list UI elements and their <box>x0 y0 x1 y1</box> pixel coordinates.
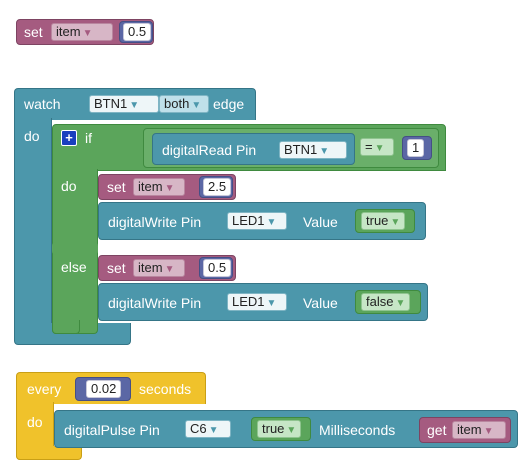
chevron-down-icon: ▼ <box>319 146 330 157</box>
number-block[interactable]: 2.5 <box>199 176 233 198</box>
plus-icon[interactable]: + <box>61 130 77 146</box>
chevron-down-icon: ▼ <box>395 298 406 309</box>
set-label: set <box>24 24 43 40</box>
digital-pulse-block[interactable]: digitalPulse Pin C6▼ true▼ Milliseconds … <box>54 410 518 448</box>
watch-block[interactable]: watch BTN1▼ both▼ edge <box>14 88 256 120</box>
variable-name: item <box>138 179 163 194</box>
write-pin-value: LED1 <box>232 294 265 309</box>
if-do-label: do <box>61 178 77 194</box>
number-field[interactable]: 2.5 <box>203 178 232 196</box>
pulse-pin-dropdown[interactable]: C6▼ <box>185 420 231 438</box>
digital-write-label: digitalWrite Pin <box>108 214 202 230</box>
set-label: set <box>107 260 126 276</box>
boolean-dropdown[interactable]: true▼ <box>361 212 406 230</box>
value-label: Value <box>303 295 338 311</box>
chevron-down-icon: ▼ <box>483 426 494 437</box>
write-pin-dropdown[interactable]: LED1▼ <box>227 293 287 311</box>
every-block[interactable]: every 0.02 seconds <box>16 372 206 404</box>
edge-mode-value: both <box>164 96 190 111</box>
number-block[interactable]: 0.5 <box>119 21 153 43</box>
get-label: get <box>427 422 447 438</box>
compare-number-block[interactable]: 1 <box>402 136 432 160</box>
boolean-value: true <box>366 213 389 228</box>
chevron-down-icon: ▼ <box>286 425 297 436</box>
interval-number-block[interactable]: 0.02 <box>75 377 131 401</box>
watch-pin-dropdown[interactable]: BTN1▼ <box>89 95 159 113</box>
chevron-down-icon: ▼ <box>208 425 219 436</box>
value-label: Value <box>303 214 338 230</box>
digital-write-block-else[interactable]: digitalWrite Pin LED1▼ Value false▼ <box>98 283 428 321</box>
get-variable-block[interactable]: get item▼ <box>419 417 511 443</box>
chevron-down-icon: ▼ <box>191 100 202 111</box>
number-field[interactable]: 0.5 <box>203 259 232 277</box>
variable-dropdown[interactable]: item▼ <box>51 23 113 41</box>
variable-name: item <box>138 260 163 275</box>
boolean-dropdown[interactable]: false▼ <box>361 293 411 311</box>
watch-bottom-bar <box>14 323 131 345</box>
chevron-down-icon: ▼ <box>164 183 175 194</box>
operator-value: = <box>365 139 373 154</box>
chevron-down-icon: ▼ <box>82 28 93 39</box>
digital-read-block[interactable]: digitalRead Pin BTN1▼ <box>152 133 355 165</box>
every-label: every <box>27 381 62 397</box>
seconds-label: seconds <box>139 381 192 397</box>
read-pin-value: BTN1 <box>284 142 318 157</box>
boolean-value: false <box>366 294 394 309</box>
digital-write-block-then[interactable]: digitalWrite Pin LED1▼ Value true▼ <box>98 202 426 240</box>
boolean-block[interactable]: false▼ <box>355 290 421 314</box>
set-item-block-then[interactable]: set item▼ 2.5 <box>98 174 236 200</box>
edge-mode-dropdown[interactable]: both▼ <box>159 95 209 113</box>
set-item-block-top[interactable]: set item▼ 0.5 <box>16 19 154 45</box>
write-pin-value: LED1 <box>232 213 265 228</box>
read-pin-dropdown[interactable]: BTN1▼ <box>279 141 347 159</box>
watch-body-arm: do <box>14 118 52 342</box>
chevron-down-icon: ▼ <box>390 217 401 228</box>
chevron-down-icon: ▼ <box>164 264 175 275</box>
variable-name: item <box>457 422 482 437</box>
chevron-down-icon: ▼ <box>266 217 277 228</box>
edge-label: edge <box>213 96 245 112</box>
milliseconds-label: Milliseconds <box>319 422 396 438</box>
digital-read-label: digitalRead Pin <box>162 142 257 158</box>
boolean-block[interactable]: true▼ <box>251 417 311 441</box>
variable-dropdown[interactable]: item▼ <box>133 178 185 196</box>
if-bottom-bar <box>52 320 80 334</box>
if-label: if <box>85 130 92 146</box>
compare-block[interactable]: digitalRead Pin BTN1▼ =▼ 1 <box>143 128 439 168</box>
boolean-dropdown[interactable]: true▼ <box>257 420 302 438</box>
watch-pin-value: BTN1 <box>94 96 128 111</box>
set-label: set <box>107 179 126 195</box>
variable-name: item <box>56 24 81 39</box>
boolean-block[interactable]: true▼ <box>355 209 415 233</box>
chevron-down-icon: ▼ <box>129 100 140 111</box>
pulse-pin-value: C6 <box>190 421 207 436</box>
set-item-block-else[interactable]: set item▼ 0.5 <box>98 255 236 281</box>
boolean-value: true <box>262 421 285 436</box>
watch-label: watch <box>24 96 61 112</box>
digital-write-label: digitalWrite Pin <box>108 295 202 311</box>
number-field[interactable]: 0.5 <box>123 23 152 41</box>
operator-dropdown[interactable]: =▼ <box>360 138 394 156</box>
if-else-separator <box>52 242 98 255</box>
interval-field[interactable]: 0.02 <box>86 380 122 398</box>
variable-dropdown[interactable]: item▼ <box>133 259 185 277</box>
write-pin-dropdown[interactable]: LED1▼ <box>227 212 287 230</box>
every-do-label: do <box>27 414 43 430</box>
if-block-header[interactable]: + if digitalRead Pin BTN1▼ =▼ 1 <box>52 124 446 171</box>
digital-pulse-label: digitalPulse Pin <box>64 422 160 438</box>
if-else-label: else <box>61 259 87 275</box>
compare-number-field[interactable]: 1 <box>407 139 425 157</box>
chevron-down-icon: ▼ <box>374 143 385 154</box>
get-variable-dropdown[interactable]: item▼ <box>452 421 506 439</box>
chevron-down-icon: ▼ <box>266 298 277 309</box>
watch-do-label: do <box>24 128 40 144</box>
every-bottom-bar <box>16 446 82 460</box>
number-block[interactable]: 0.5 <box>199 257 233 279</box>
